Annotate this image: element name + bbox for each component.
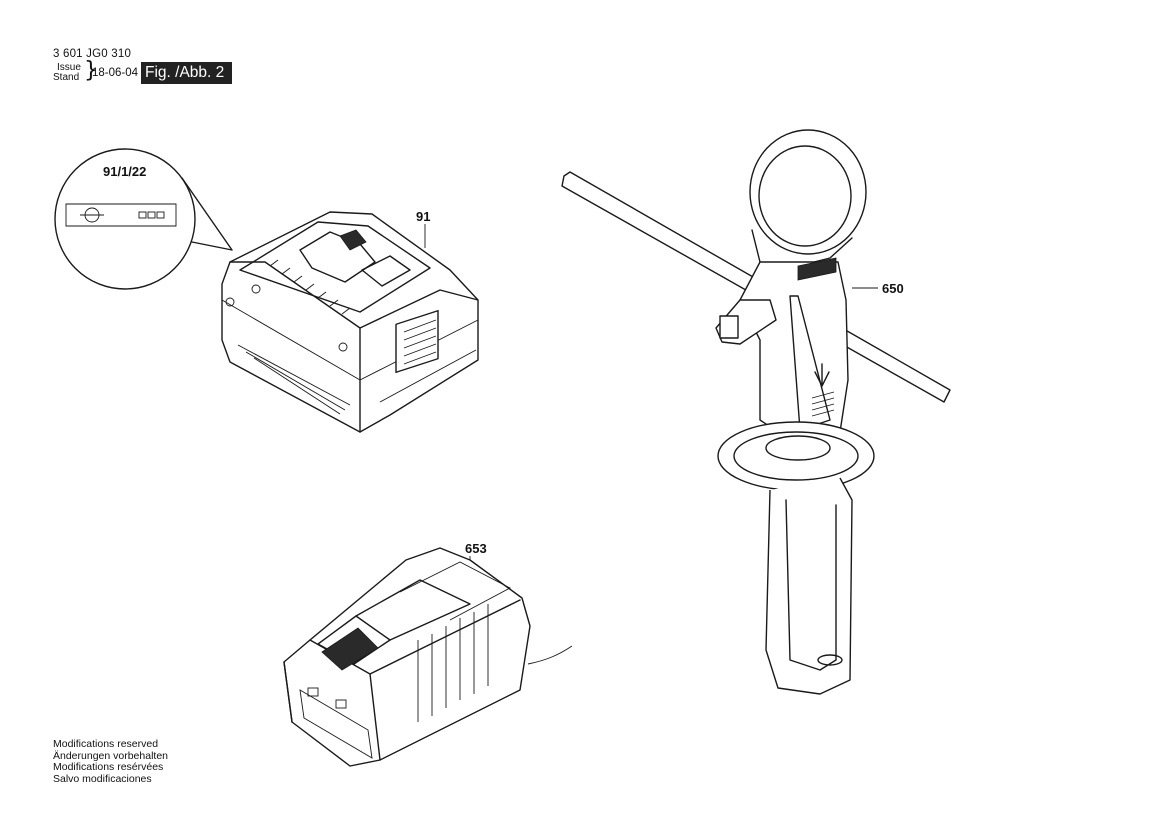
handle-callout-label: 650 xyxy=(882,281,904,296)
notice-line-fr: Modifications resérvées xyxy=(53,761,164,774)
brace-glyph: } xyxy=(84,58,98,83)
detail-magnifier xyxy=(54,148,233,290)
issue-label-en: Issue xyxy=(57,62,81,73)
notice-line-de: Änderungen vorbehalten xyxy=(53,749,169,762)
modifications-notice: Modifications reserved Änderungen vorbeh… xyxy=(53,738,169,785)
battery-callout-label: 91 xyxy=(416,209,431,224)
document-number: 3 601 JG0 310 xyxy=(53,48,132,60)
charger-callout-label: 653 xyxy=(465,541,487,556)
auxiliary-handle-drawing xyxy=(561,129,951,695)
battery-pack-drawing xyxy=(221,211,479,433)
detail-callout-label: 91/1/22 xyxy=(103,164,147,179)
issue-date: 18-06-04 xyxy=(92,67,139,79)
issue-labels: Issue Stand xyxy=(53,63,81,83)
notice-line-es: Salvo modificaciones xyxy=(53,772,152,785)
figure-label: Fig. /Abb. 2 xyxy=(141,62,232,84)
issue-label-de: Stand xyxy=(53,72,80,83)
notice-line-en: Modifications reserved xyxy=(53,738,159,750)
charger-drawing xyxy=(283,547,573,767)
battery-label-plate xyxy=(65,203,177,227)
